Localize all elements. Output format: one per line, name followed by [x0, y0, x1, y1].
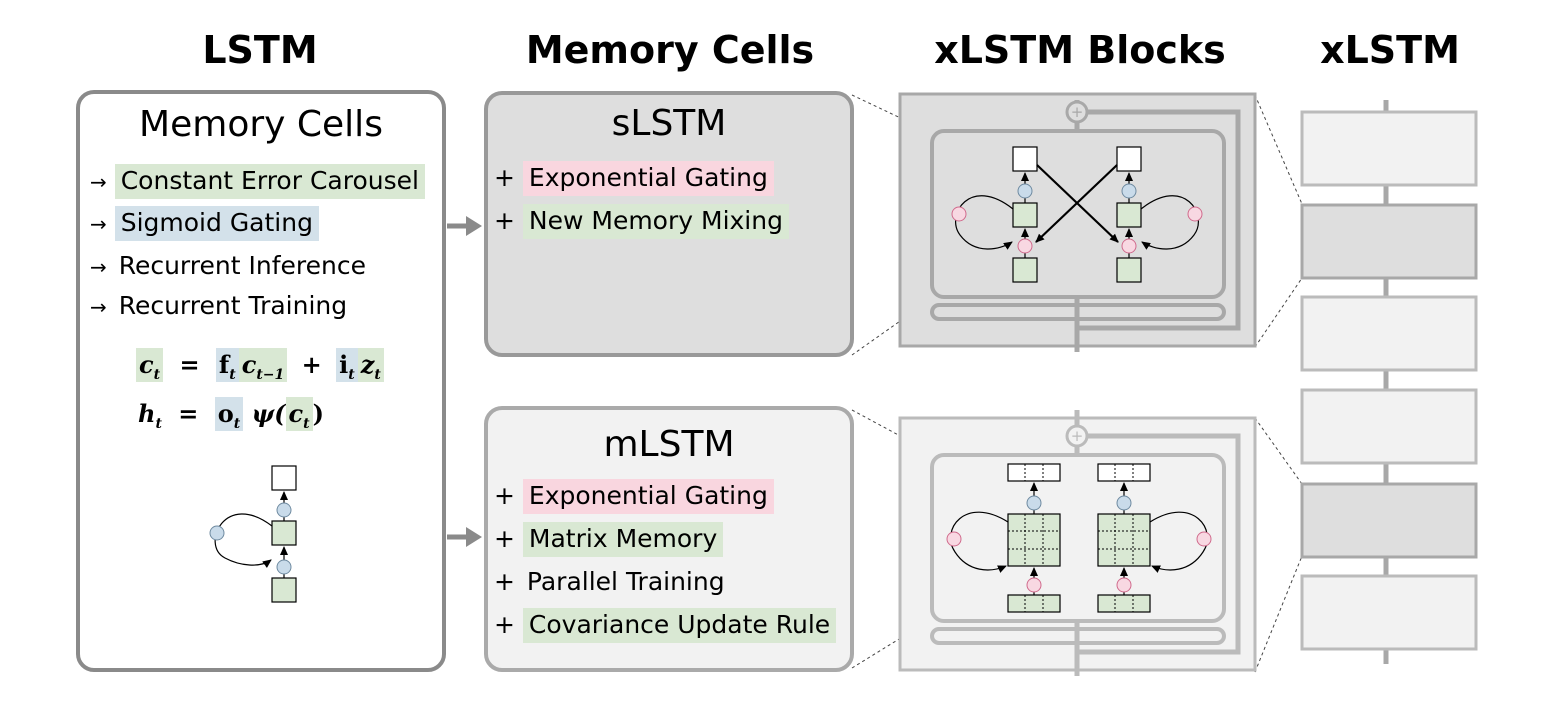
- lstm-item-sigmoid-gating: → Sigmoid Gating: [90, 206, 319, 241]
- plus-icon: +: [494, 567, 515, 596]
- mlstm-block-diagram: +: [898, 410, 1257, 676]
- slstm-item-label: Exponential Gating: [522, 161, 774, 196]
- mlstm-panel-title: mLSTM: [603, 424, 735, 465]
- arrow-icon: →: [90, 295, 107, 319]
- mlstm-item-label: Covariance Update Rule: [522, 608, 837, 643]
- slstm-panel-title: sLSTM: [611, 103, 727, 144]
- mlstm-item-label: Parallel Training: [526, 567, 725, 596]
- plus-icon: +: [494, 481, 515, 510]
- mlstm-item-covariance-update-rule: + Covariance Update Rule: [494, 608, 837, 643]
- svg-text:+: +: [1071, 427, 1084, 445]
- eq-var-h: ht: [138, 399, 162, 432]
- plus-icon: +: [494, 163, 515, 192]
- lstm-item-label: Sigmoid Gating: [114, 206, 319, 241]
- lstm-item-label: Recurrent Training: [118, 291, 348, 320]
- lstm-item-constant-error-carousel: → Constant Error Carousel: [90, 164, 425, 199]
- eq-var-c: ct: [136, 348, 164, 383]
- eq-var-i: it: [336, 348, 358, 383]
- arrow-icon: →: [90, 255, 107, 279]
- xlstm-block-3: [1300, 295, 1478, 372]
- plus-icon: +: [494, 524, 515, 553]
- arrow-icon: →: [90, 170, 107, 194]
- xlstm-block-1: [1300, 110, 1478, 187]
- mlstm-panel: mLSTM + Exponential Gating + Matrix Memo…: [484, 406, 854, 672]
- xlstm-stack: [1300, 100, 1478, 664]
- lstm-item-recurrent-inference: → Recurrent Inference: [90, 251, 366, 280]
- lstm-item-label: Recurrent Inference: [118, 251, 366, 280]
- slstm-block-diagram: +: [898, 92, 1257, 352]
- column-title-xlstm-blocks: xLSTM Blocks: [934, 28, 1226, 72]
- slstm-item-label: New Memory Mixing: [522, 204, 789, 239]
- eq-var-c: ct: [285, 397, 313, 432]
- arrow-to-mlstm-icon: [447, 527, 482, 547]
- plus-icon: +: [494, 206, 515, 235]
- lstm-cell-diagram: [209, 465, 297, 603]
- xlstm-block-4: [1300, 388, 1478, 465]
- xlstm-block-2: [1300, 203, 1478, 280]
- svg-text:+: +: [1071, 103, 1084, 121]
- arrow-icon: →: [90, 212, 107, 236]
- lstm-item-recurrent-training: → Recurrent Training: [90, 291, 347, 320]
- mlstm-item-label: Exponential Gating: [522, 479, 774, 514]
- slstm-item-new-memory-mixing: + New Memory Mixing: [494, 204, 789, 239]
- arrow-to-slstm-icon: [447, 216, 482, 236]
- column-title-lstm: LSTM: [202, 28, 318, 72]
- eq-var-o: ot: [214, 397, 244, 432]
- xlstm-block-5: [1300, 482, 1478, 559]
- mlstm-item-parallel-training: + Parallel Training: [494, 567, 725, 596]
- plus-icon: +: [494, 610, 515, 639]
- xlstm-block-6: [1300, 574, 1478, 651]
- slstm-item-exponential-gating: + Exponential Gating: [494, 161, 774, 196]
- column-title-xlstm: xLSTM: [1320, 28, 1460, 72]
- equation-hidden-state: ht = ot ψ(ct): [138, 397, 324, 432]
- mlstm-item-label: Matrix Memory: [522, 522, 724, 557]
- column-title-memory-cells: Memory Cells: [525, 28, 815, 72]
- mlstm-item-matrix-memory: + Matrix Memory: [494, 522, 724, 557]
- eq-var-f: ft: [215, 348, 239, 383]
- eq-var-z: zt: [357, 348, 384, 383]
- lstm-panel: Memory Cells → Constant Error Carousel →…: [76, 90, 446, 672]
- mlstm-item-exponential-gating: + Exponential Gating: [494, 479, 774, 514]
- lstm-panel-title: Memory Cells: [139, 104, 383, 145]
- eq-var-c-prev: ct−1: [238, 348, 288, 383]
- slstm-panel: sLSTM + Exponential Gating + New Memory …: [484, 91, 854, 357]
- lstm-item-label: Constant Error Carousel: [114, 164, 425, 199]
